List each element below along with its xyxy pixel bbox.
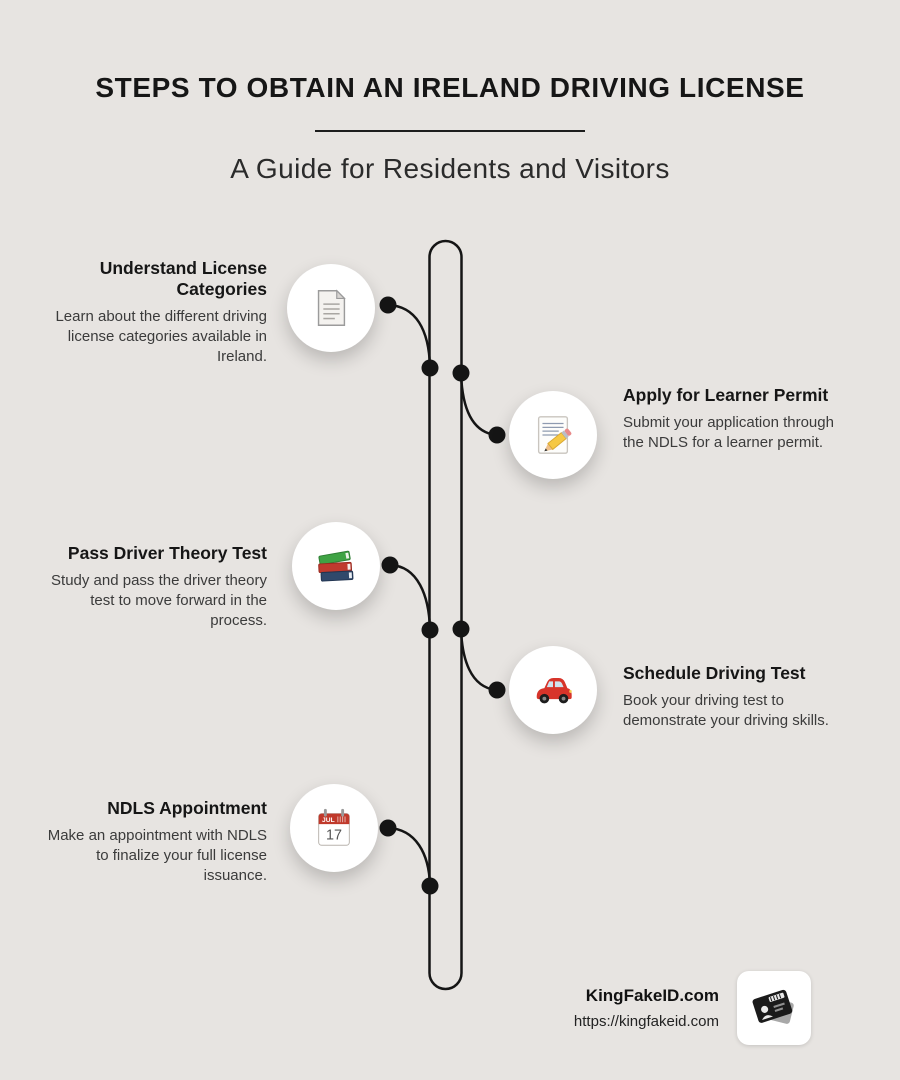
car-icon [536, 678, 572, 704]
step-5-title: NDLS Appointment [107, 798, 267, 818]
step-3-description: Study and pass the driver theory test to… [51, 572, 267, 629]
books-icon [318, 550, 354, 582]
title-divider [315, 130, 585, 132]
step-3: Pass Driver Theory Test Study and pass t… [37, 543, 267, 631]
step-1-icon-circle [287, 264, 375, 352]
step-3-title: Pass Driver Theory Test [67, 543, 267, 563]
calendar-day-label: 17 [326, 828, 342, 844]
step-5-description: Make an appointment with NDLS to finaliz… [47, 827, 267, 884]
step-2: Apply for Learner Permit Submit your app… [623, 385, 838, 453]
page-subtitle: A Guide for Residents and Visitors [230, 153, 670, 184]
step-4-title: Schedule Driving Test [623, 663, 806, 683]
footer-url: https://kingfakeid.com [573, 1013, 719, 1030]
step-1-title: Understand License Categories [99, 258, 267, 299]
memo-pencil-icon [537, 416, 572, 454]
timeline-connectors [387, 303, 497, 886]
calendar-icon: JUL 17 [318, 808, 350, 846]
step-5-icon-circle: JUL 17 [290, 784, 378, 872]
footer-brand: KingFakeID.com [585, 986, 719, 1005]
step-4: Schedule Driving Test Book your driving … [623, 663, 838, 731]
calendar-month-label: JUL [322, 817, 335, 824]
step-2-icon-circle [509, 391, 597, 479]
step-4-description: Book your driving test to demonstrate yo… [623, 692, 829, 729]
document-icon [317, 289, 346, 326]
timeline-dots [379, 296, 506, 895]
step-4-icon-circle [509, 646, 597, 734]
id-card-icon [752, 989, 794, 1024]
footer: KingFakeID.com https://kingfakeid.com [574, 986, 719, 1030]
timeline-capsule [428, 239, 463, 991]
step-5: NDLS Appointment Make an appointment wit… [37, 798, 267, 886]
step-1-description: Learn about the different driving licens… [55, 308, 267, 365]
step-3-icon-circle [292, 522, 380, 610]
step-2-title: Apply for Learner Permit [623, 385, 829, 405]
page-title: STEPS TO OBTAIN AN IRELAND DRIVING LICEN… [95, 72, 805, 103]
step-1: Understand License Categories Learn abou… [37, 258, 267, 367]
footer-logo [737, 971, 811, 1045]
step-2-description: Submit your application through the NDLS… [623, 414, 834, 451]
